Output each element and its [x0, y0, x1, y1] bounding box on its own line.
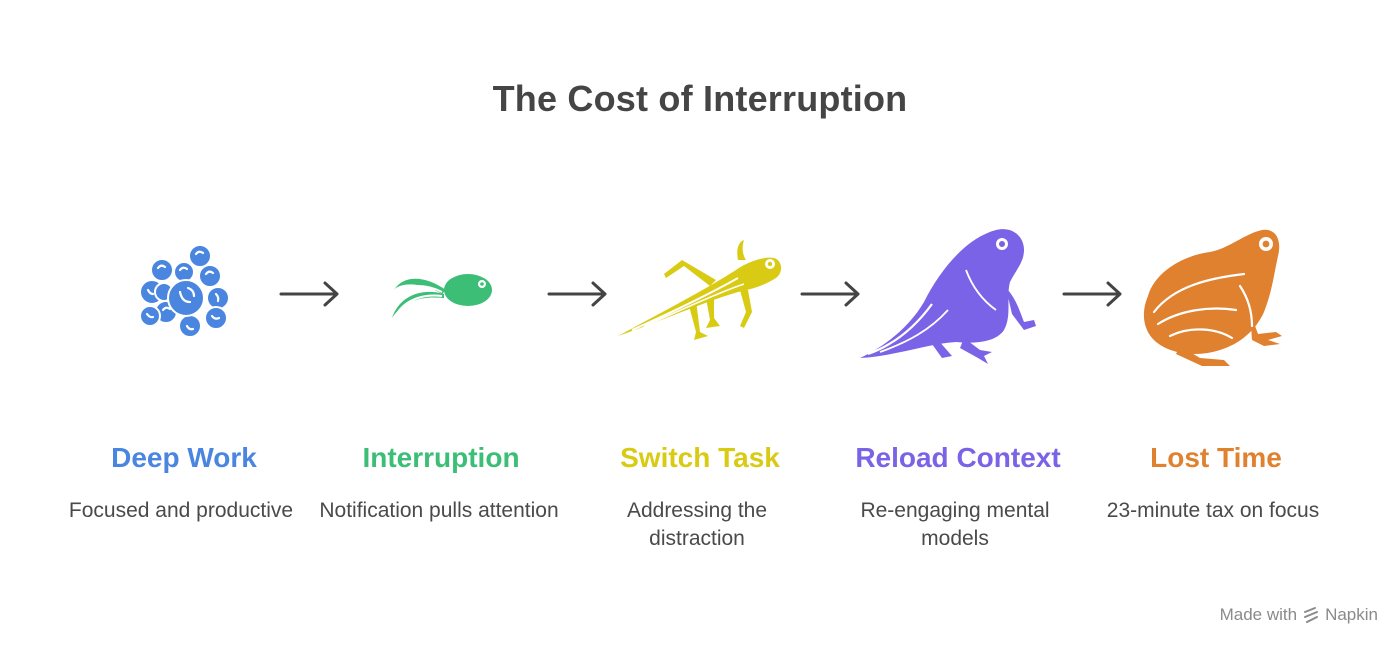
frog-icon	[1143, 229, 1282, 366]
credit-prefix: Made with	[1219, 605, 1298, 624]
stage-description: Addressing the distraction	[626, 499, 768, 550]
arrow-right-icon	[800, 281, 860, 307]
legged-tadpole-icon	[618, 240, 782, 340]
stage-label-reload-context: Reload Context	[855, 442, 1061, 473]
arrow-right-icon	[547, 281, 607, 307]
stage-description: 23-minute tax on focus	[1106, 499, 1320, 522]
napkin-logo-icon	[1304, 607, 1319, 623]
stage-label-lost-time: Lost Time	[1150, 442, 1282, 473]
made-with-credit: Made with Napkin	[1220, 605, 1378, 625]
stage-description: Re-engaging mental models	[860, 499, 1050, 550]
stage-description: Focused and productive	[68, 499, 294, 522]
froglet-icon	[860, 229, 1036, 364]
arrow-right-icon	[1062, 281, 1122, 307]
frog-eggs-icon	[139, 244, 230, 338]
credit-brand: Napkin	[1325, 605, 1378, 624]
stage-label-deep-work: Deep Work	[111, 442, 257, 473]
stage-label-interruption: Interruption	[362, 442, 520, 473]
arrow-right-icon	[279, 281, 339, 307]
stage-label-switch-task: Switch Task	[620, 442, 780, 473]
stage-description: Notification pulls attention	[319, 499, 559, 522]
page-title: The Cost of Interruption	[492, 78, 908, 119]
tadpole-icon	[392, 274, 492, 318]
